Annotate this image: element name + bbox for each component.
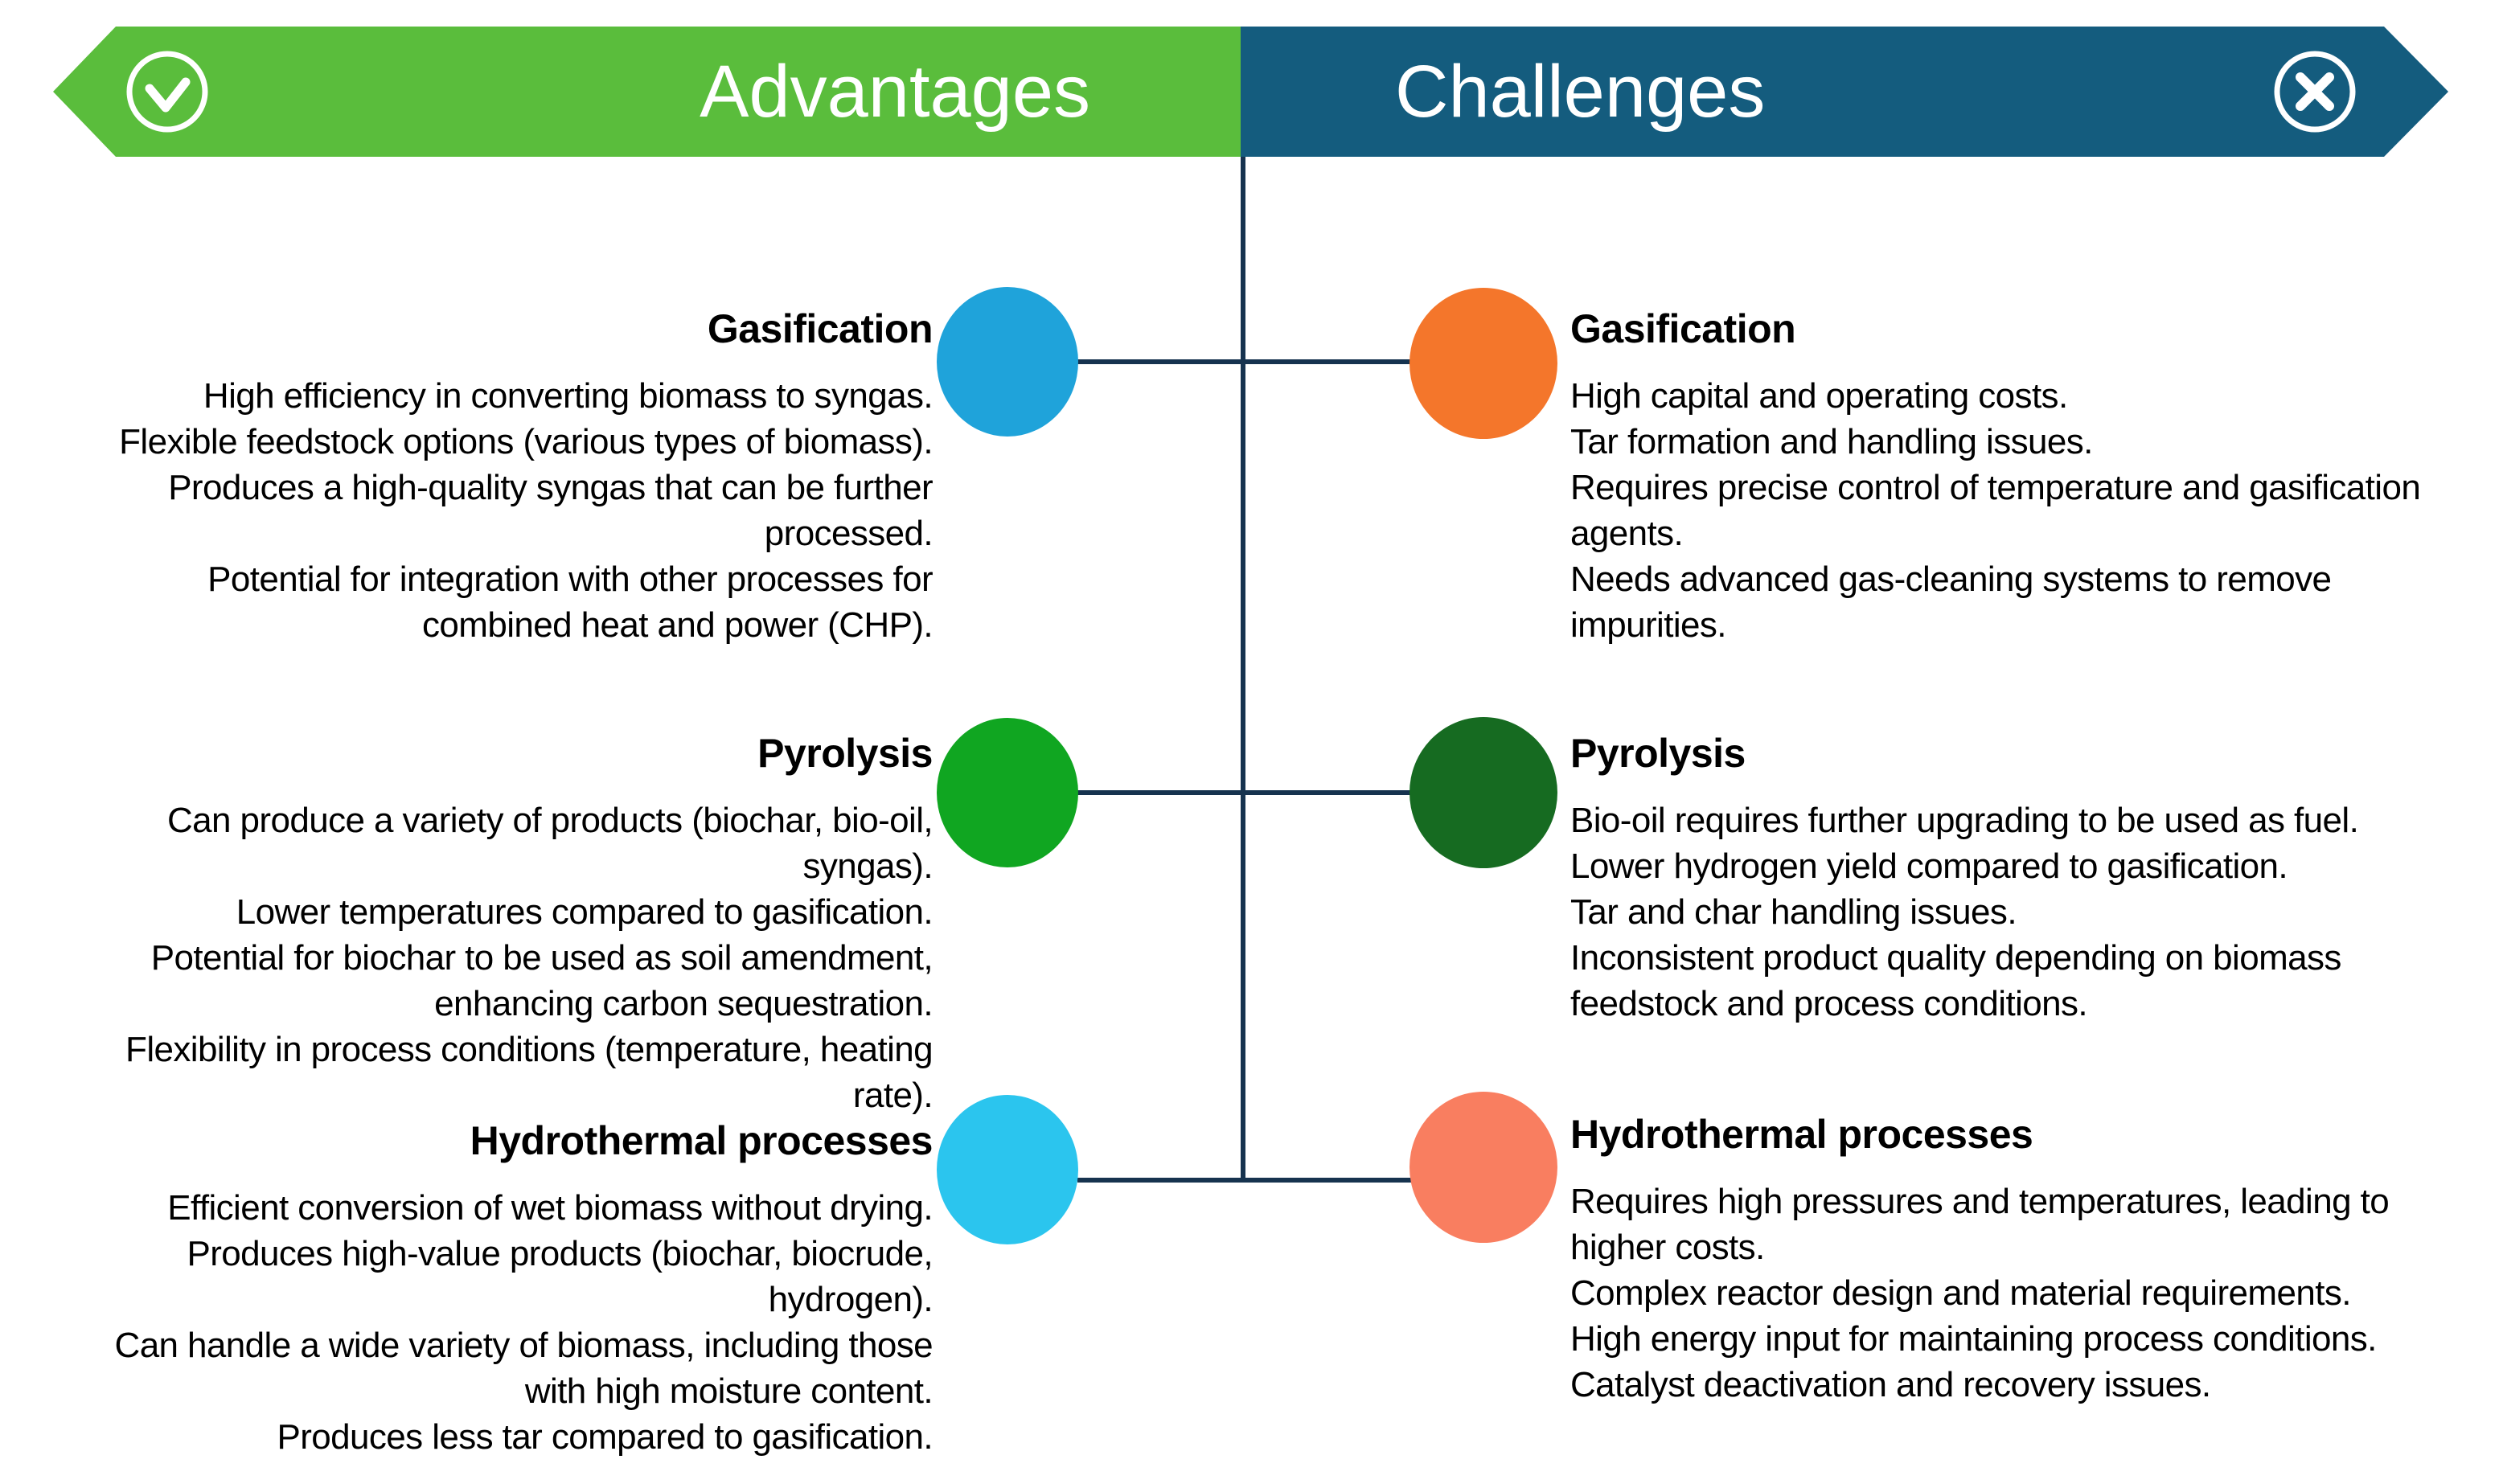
challenges-banner: Challenges: [1241, 27, 2448, 157]
section-heading: Hydrothermal processes: [1570, 1112, 2033, 1157]
challenge-item: High capital and operating costs.: [1570, 376, 2068, 416]
challenge-item: Needs advanced gas-cleaning systems to r…: [1570, 560, 2332, 645]
advantage-item: Produces high-value products (biochar, b…: [187, 1234, 933, 1319]
advantage-item: Produces less tar compared to gasificati…: [277, 1417, 933, 1457]
pyrolysis-challenges-circle: [1409, 717, 1557, 868]
advantages-title: Advantages: [700, 51, 1090, 133]
connector-hydrothermal: [1077, 1178, 1411, 1183]
connector-pyrolysis: [1077, 790, 1411, 795]
pyrolysis-advantages-block: Pyrolysis Can produce a variety of produ…: [71, 730, 933, 1118]
section-heading: Gasification: [707, 306, 933, 351]
advantage-item: Potential for biochar to be used as soil…: [150, 938, 933, 1023]
pyrolysis-challenges-block: Pyrolysis Bio-oil requires further upgra…: [1570, 730, 2463, 1027]
challenge-item: Catalyst deactivation and recovery issue…: [1570, 1365, 2211, 1404]
header-banner: Advantages Challenges: [0, 27, 2503, 157]
hydrothermal-advantages-block: Hydrothermal processes Efficient convers…: [71, 1117, 933, 1460]
advantage-item: Lower temperatures compared to gasificat…: [236, 892, 933, 932]
section-heading: Pyrolysis: [1570, 731, 1746, 776]
advantage-item: Potential for integration with other pro…: [207, 560, 933, 645]
challenge-item: Lower hydrogen yield compared to gasific…: [1570, 847, 2288, 886]
advantage-item: Flexibility in process conditions (tempe…: [125, 1030, 933, 1115]
challenge-item: Tar and char handling issues.: [1570, 892, 2017, 932]
challenges-title: Challenges: [1395, 51, 1766, 133]
gasification-advantages-block: Gasification High efficiency in converti…: [71, 305, 933, 648]
advantage-item: Produces a high-quality syngas that can …: [168, 468, 933, 553]
advantage-item: Can handle a wide variety of biomass, in…: [114, 1326, 933, 1411]
advantage-item: High efficiency in converting biomass to…: [203, 376, 933, 416]
center-divider-line: [1241, 157, 1245, 1183]
x-circle-icon: [2270, 47, 2360, 137]
section-heading: Hydrothermal processes: [470, 1118, 933, 1163]
advantage-item: Flexible feedstock options (various type…: [119, 422, 933, 461]
challenge-item: Bio-oil requires further upgrading to be…: [1570, 801, 2359, 840]
pyrolysis-advantages-circle: [937, 718, 1078, 867]
hydrothermal-challenges-block: Hydrothermal processes Requires high pre…: [1570, 1111, 2463, 1408]
connector-gasification: [1077, 359, 1411, 364]
challenge-item: Inconsistent product quality depending o…: [1570, 938, 2341, 1023]
challenge-item: Tar formation and handling issues.: [1570, 422, 2093, 461]
hydrothermal-challenges-circle: [1409, 1092, 1557, 1243]
challenge-item: Complex reactor design and material requ…: [1570, 1273, 2351, 1313]
section-heading: Pyrolysis: [757, 731, 933, 776]
advantage-item: Efficient conversion of wet biomass with…: [167, 1188, 933, 1228]
gasification-challenges-block: Gasification High capital and operating …: [1570, 305, 2463, 648]
challenge-item: High energy input for maintaining proces…: [1570, 1319, 2377, 1359]
advantage-item: Can produce a variety of products (bioch…: [167, 801, 933, 886]
advantages-banner: Advantages: [53, 27, 1241, 157]
check-circle-icon: [122, 47, 212, 137]
challenge-item: Requires high pressures and temperatures…: [1570, 1182, 2390, 1267]
gasification-challenges-circle: [1409, 288, 1557, 439]
section-heading: Gasification: [1570, 306, 1796, 351]
gasification-advantages-circle: [937, 287, 1078, 437]
challenge-item: Requires precise control of temperature …: [1570, 468, 2421, 553]
hydrothermal-advantages-circle: [937, 1095, 1078, 1244]
